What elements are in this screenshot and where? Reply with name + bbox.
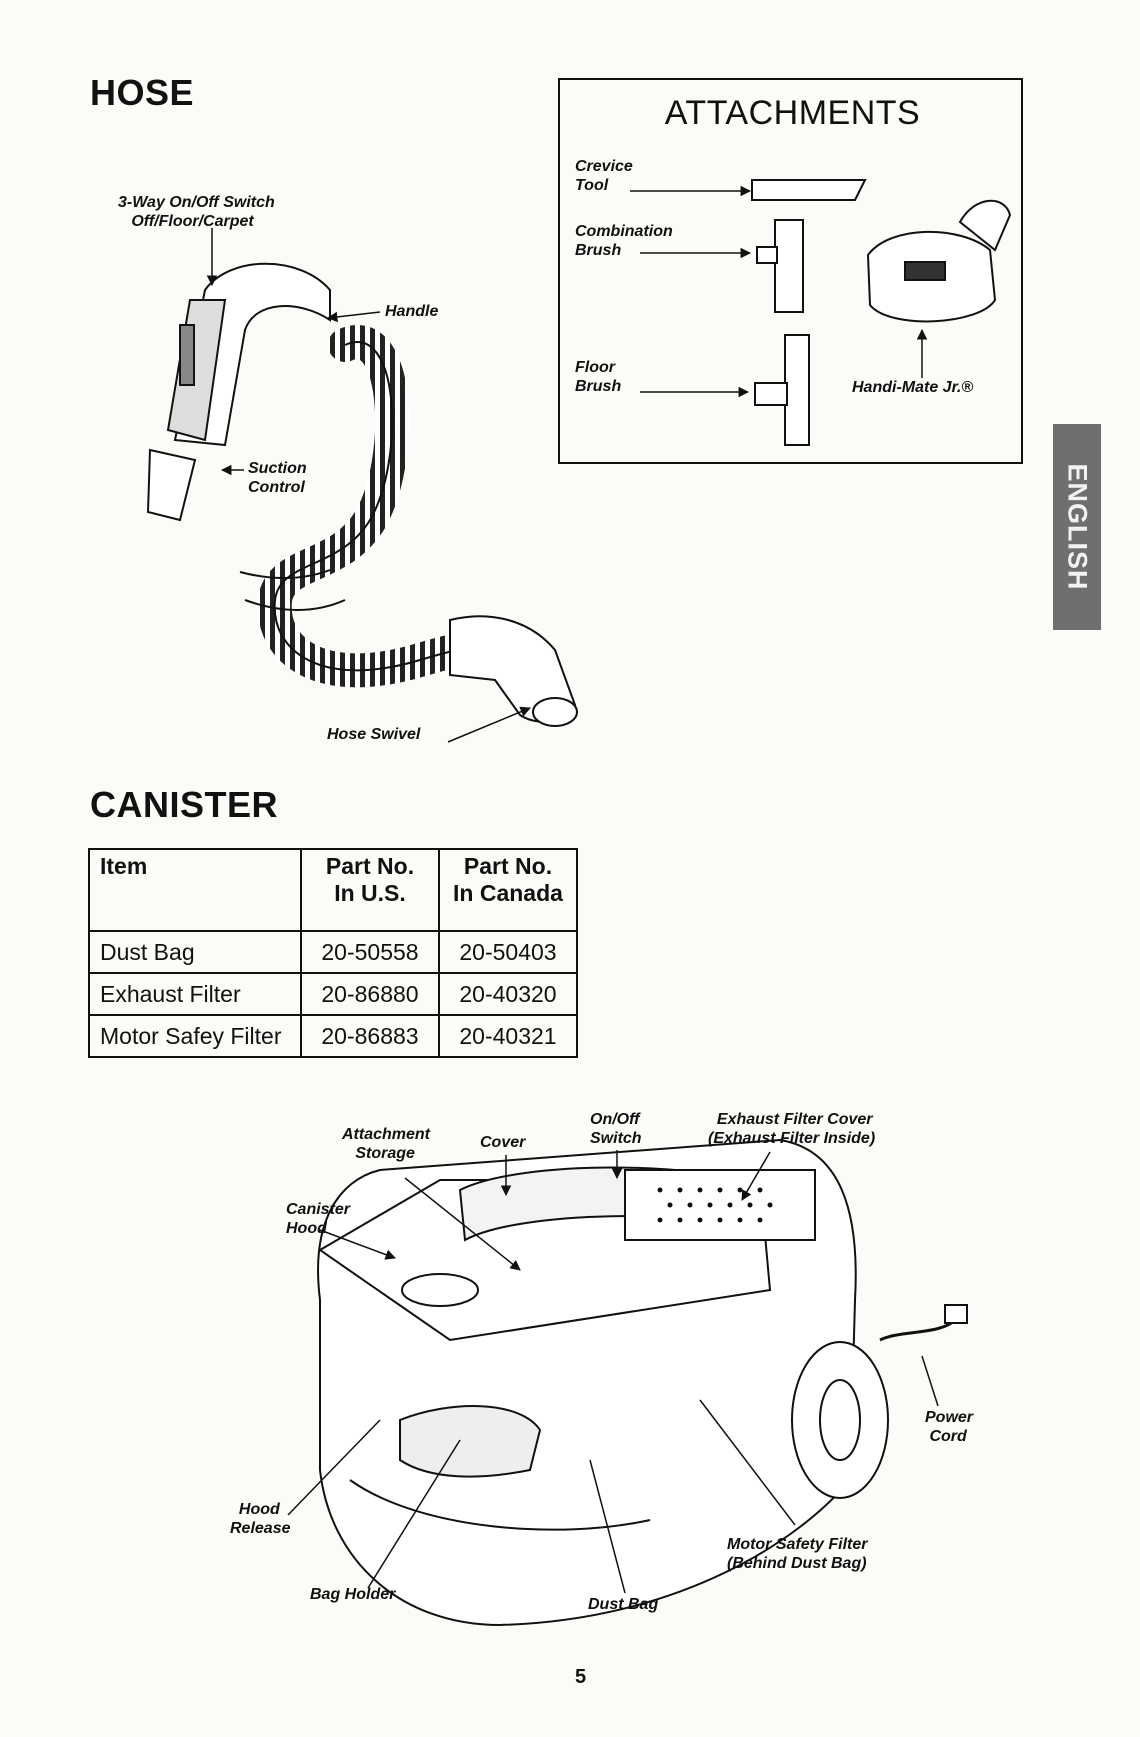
canister-illustration <box>317 1138 968 1627</box>
attachment-storage-label: Attachment Storage <box>342 1126 431 1162</box>
canister-heading: CANISTER <box>90 784 279 825</box>
power-cord-label: Power Cord <box>925 1409 974 1445</box>
suction-control-label: Suction Control <box>248 460 307 496</box>
dust-bag-label: Dust Bag <box>588 1596 659 1613</box>
vent-dots <box>657 1187 773 1223</box>
handimate-label: Handi-Mate Jr.® <box>852 379 974 396</box>
cover-label: Cover <box>480 1134 526 1151</box>
combination-brush-label: Combination Brush <box>575 223 673 259</box>
switch-label: 3-Way On/Off Switch Off/Floor/Carpet <box>118 194 275 230</box>
table-cell: Motor Safey Filter <box>88 1014 302 1058</box>
exhaust-filter-cover-label: Exhaust Filter Cover (Exhaust Filter Ins… <box>708 1111 876 1147</box>
canister-hood-label: Canister Hood <box>286 1201 351 1237</box>
table-cell: 20-50558 <box>300 930 440 974</box>
crevice-tool-label: Crevice Tool <box>575 158 633 194</box>
table-cell: 20-86880 <box>300 972 440 1016</box>
table-cell: Exhaust Filter <box>88 972 302 1016</box>
table-cell: 20-40321 <box>438 1014 578 1058</box>
table-cell: 20-50403 <box>438 930 578 974</box>
table-header-row: Item Part No. In U.S. Part No. In Canada <box>88 848 578 932</box>
motor-safety-filter-label: Motor Safety Filter (Behind Dust Bag) <box>727 1536 868 1572</box>
table-row: Exhaust Filter 20-86880 20-40320 <box>88 972 578 1016</box>
table-row: Dust Bag 20-50558 20-50403 <box>88 930 578 974</box>
attachments-box: ATTACHMENTS <box>558 78 1023 464</box>
hood-release-label: Hood Release <box>230 1501 291 1537</box>
hose-swivel-label: Hose Swivel <box>327 726 421 743</box>
language-tab: ENGLISH <box>1053 424 1101 630</box>
table-cell: Dust Bag <box>88 930 302 974</box>
attachments-title: ATTACHMENTS <box>664 94 921 132</box>
language-tab-label: ENGLISH <box>1062 463 1093 591</box>
handle-label: Handle <box>385 303 439 320</box>
attachment-tools <box>630 179 1012 446</box>
table-cell: 20-86883 <box>300 1014 440 1058</box>
onoff-switch-label: On/Off Switch <box>590 1111 642 1147</box>
table-cell: 20-40320 <box>438 972 578 1016</box>
canister-leader-lines <box>287 1150 939 1594</box>
hose-heading: HOSE <box>90 72 195 113</box>
page-number: 5 <box>575 1666 587 1688</box>
hose-illustration <box>146 262 578 727</box>
table-header-item: Item <box>88 848 302 932</box>
table-row: Motor Safey Filter 20-86883 20-40321 <box>88 1014 578 1058</box>
floor-brush-label: Floor Brush <box>575 359 622 395</box>
bag-holder-label: Bag Holder <box>310 1586 396 1603</box>
table-header-us: Part No. In U.S. <box>300 848 440 932</box>
table-header-canada: Part No. In Canada <box>438 848 578 932</box>
parts-table: Item Part No. In U.S. Part No. In Canada… <box>88 848 578 1058</box>
